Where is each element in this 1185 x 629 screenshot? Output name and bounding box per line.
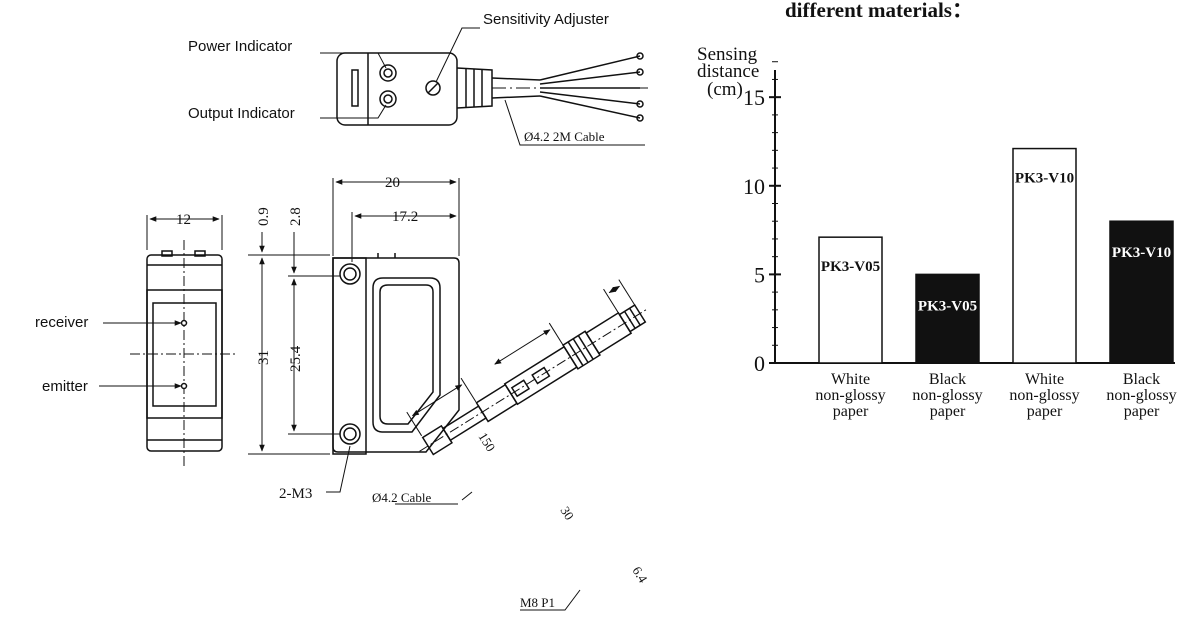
x-category-label: paper (930, 403, 966, 420)
sensitivity-adjuster-label: Sensitivity Adjuster (483, 11, 609, 28)
dim-cable-len: 150 (475, 430, 498, 454)
chart-title: different materials： (785, 0, 973, 22)
output-indicator-led (379, 90, 397, 108)
y-tick-label: 0 (754, 351, 765, 376)
y-axis-label-line-3: (cm) (707, 79, 743, 100)
emitter-label: emitter (42, 378, 88, 395)
connector-label: M8 P1 (520, 595, 555, 610)
bar-label: PK3-V05 (821, 259, 880, 275)
dim-height-total: 31 (256, 350, 272, 365)
bar (1012, 147, 1077, 364)
dim-width-inner: 17.2 (392, 209, 418, 225)
cable-top-label: Ø4.2 2M Cable (524, 129, 605, 144)
mount-hole-top (339, 263, 361, 285)
dim-offset-b: 2.8 (288, 207, 304, 226)
front-view-diagram (248, 178, 649, 611)
indicator-slot (351, 69, 359, 107)
y-axis-label-line-2: distance (697, 61, 759, 82)
side-view-diagram (99, 215, 238, 468)
bar (1109, 220, 1174, 364)
y-axis-label-line-1: Sensing (697, 44, 758, 65)
y-tick-label: 15 (743, 85, 765, 110)
power-indicator-led (379, 64, 397, 82)
x-category-label: non-glossy (1106, 387, 1176, 404)
sensitivity-adjuster-screw (425, 80, 441, 96)
x-category-label: paper (1027, 403, 1063, 420)
receiver-label: receiver (35, 314, 88, 331)
x-category-label: Black (1123, 371, 1160, 388)
x-category-label: White (831, 371, 870, 388)
x-category-label: paper (1124, 403, 1160, 420)
power-indicator-label: Power Indicator (188, 38, 292, 55)
output-indicator-label: Output Indicator (188, 105, 295, 122)
dim-offset-a: 0.9 (256, 207, 272, 226)
top-view-diagram (320, 27, 648, 146)
bar (818, 236, 883, 364)
x-category-label: paper (833, 403, 869, 420)
bar (915, 273, 980, 364)
sensing-distance-chart: different materials： Sensing distance (c… (697, 0, 1177, 420)
mount-hole-bottom (339, 423, 361, 445)
cable-bottom-label: Ø4.2 Cable (372, 490, 431, 505)
dim-width-total: 20 (385, 175, 400, 191)
x-category-label: non-glossy (1009, 387, 1079, 404)
x-category-label: Black (929, 371, 966, 388)
x-category-label: White (1025, 371, 1064, 388)
x-category-label: non-glossy (912, 387, 982, 404)
sensor-body-top (336, 52, 458, 126)
y-tick-label: 10 (743, 174, 765, 199)
mount-label: 2-M3 (279, 486, 312, 502)
y-tick-label: 5 (754, 262, 765, 287)
dim-side-width: 12 (176, 212, 191, 228)
dim-hole-pitch: 25.4 (288, 345, 304, 372)
bar-label: PK3-V10 (1112, 245, 1171, 261)
bar-label: PK3-V10 (1015, 171, 1074, 187)
x-category-label: non-glossy (815, 387, 885, 404)
dim-conn-len: 30 (557, 504, 577, 523)
dim-conn-dia: 6.4 (629, 564, 651, 586)
bar-label: PK3-V05 (918, 298, 977, 314)
